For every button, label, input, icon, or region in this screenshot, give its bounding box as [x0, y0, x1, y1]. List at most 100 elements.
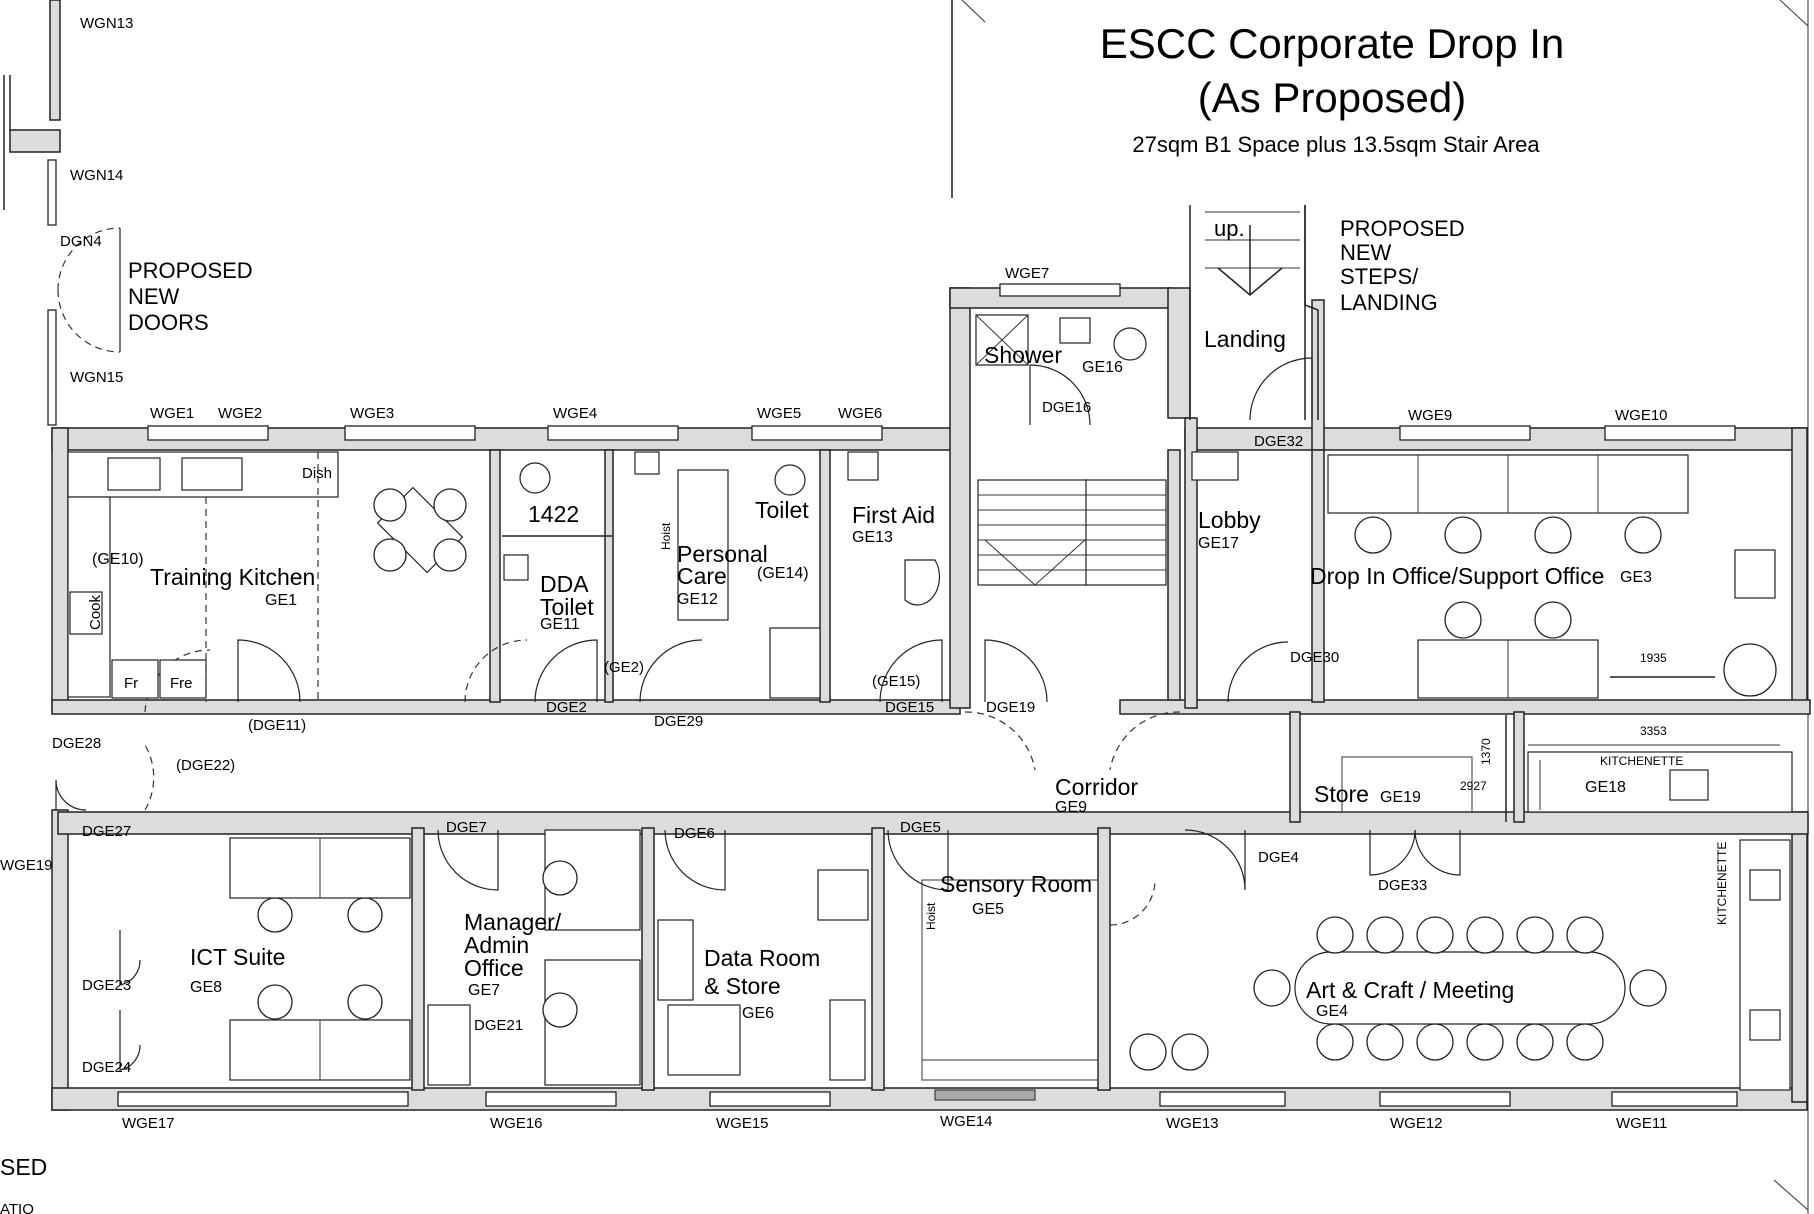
window-wgn13: WGN13 [80, 15, 133, 32]
room-personal-care-name-1: Personal [677, 541, 768, 567]
label-kitchenette-h: KITCHENETTE [1600, 754, 1683, 768]
window-labels: WGN13 WGN14 WGN15 WGE1 WGE2 WGE3 WGE4 WG… [0, 15, 1668, 1132]
room-toilet-name: Toilet [755, 497, 809, 523]
label-fridge-1: Fr [124, 675, 138, 692]
room-data-room-name-1: Data Room [704, 945, 820, 971]
note-new-steps-4: LANDING [1340, 290, 1438, 315]
window-wge15: WGE15 [716, 1115, 769, 1132]
room-landing-name: Landing [1204, 326, 1286, 352]
sanitary-fittings [503, 314, 1239, 699]
note-new-steps-2: NEW [1340, 240, 1392, 265]
window-wge7: WGE7 [1005, 265, 1049, 282]
note-new-doors-1: PROPOSED [128, 258, 253, 283]
room-lobby-code: GE17 [1198, 535, 1239, 552]
door-dge33: DGE33 [1378, 877, 1427, 894]
title-line-1: ESCC Corporate Drop In [1100, 20, 1565, 67]
dimension-1370: 1370 [1479, 738, 1493, 765]
label-dish: Dish [302, 465, 332, 482]
door-dge6: DGE6 [674, 825, 715, 842]
kitchen-fittings [67, 451, 339, 702]
office-desks [229, 454, 1793, 1091]
window-wge5: WGE5 [757, 405, 801, 422]
window-wgn15: WGN15 [70, 369, 123, 386]
door-dge29: DGE29 [654, 713, 703, 730]
door-dge27: DGE27 [82, 823, 131, 840]
label-hoist: Hoist [659, 522, 673, 550]
room-manager-name-1: Manager/ [464, 909, 562, 935]
room-ict-suite-code: GE8 [190, 979, 222, 996]
window-wge4: WGE4 [553, 405, 597, 422]
door-dge30: DGE30 [1290, 649, 1339, 666]
window-wge11: WGE11 [1616, 1115, 1667, 1132]
door-dge4: DGE4 [1258, 849, 1299, 866]
door-dge11: (DGE11) [248, 717, 306, 734]
door-dge19: DGE19 [986, 699, 1035, 716]
room-dda-code: GE11 [540, 616, 580, 633]
door-dge15: DGE15 [885, 699, 934, 716]
room-ge10-code: (GE10) [92, 551, 144, 568]
dimension-2927: 2927 [1460, 779, 1487, 793]
label-hoist-2: Hoist [924, 902, 938, 930]
window-wge16: WGE16 [490, 1115, 543, 1132]
door-dge24: DGE24 [82, 1059, 131, 1076]
room-dda-name-1: DDA [540, 571, 589, 597]
note-new-doors-2: NEW [128, 284, 180, 309]
room-dda-name-2: Toilet [540, 594, 594, 620]
note-new-doors-3: DOORS [128, 310, 209, 335]
title-block: ESCC Corporate Drop In (As Proposed) 27s… [951, 0, 1809, 1214]
window-wge13: WGE13 [1166, 1115, 1219, 1132]
room-corridor-code: GE9 [1055, 799, 1087, 816]
room-first-aid-code: GE13 [852, 529, 893, 546]
window-wge14: WGE14 [940, 1113, 993, 1130]
window-wge10: WGE10 [1615, 407, 1668, 424]
door-ge2-upper: (GE2) [604, 659, 644, 676]
room-manager-name-3: Office [464, 955, 524, 981]
room-manager-code: GE7 [468, 982, 500, 999]
cut-label-sed: SED [0, 1154, 47, 1180]
room-shower-name: Shower [984, 342, 1062, 368]
room-ict-suite-name: ICT Suite [190, 944, 285, 970]
staircase [977, 205, 1319, 586]
window-wge3: WGE3 [350, 405, 394, 422]
window-wge17: WGE17 [122, 1115, 175, 1132]
room-training-kitchen-name: Training Kitchen [150, 564, 315, 590]
note-up: up. [1214, 216, 1245, 241]
door-dgn4: DGN4 [60, 233, 102, 250]
room-labels: Training Kitchen GE1 (GE10) DDA Toilet G… [92, 326, 1652, 1022]
room-data-room-code: GE6 [742, 1005, 774, 1022]
kitchen-table [373, 486, 467, 574]
label-cook: Cook [87, 594, 104, 630]
door-swings [55, 357, 1461, 1071]
door-dge32: DGE32 [1254, 433, 1303, 450]
title-line-2: (As Proposed) [1198, 74, 1466, 121]
room-kitchenette-code: GE18 [1585, 779, 1626, 796]
label-fridge-2: Fre [170, 675, 193, 692]
door-dge16: DGE16 [1042, 399, 1091, 416]
notes: PROPOSED NEW DOORS PROPOSED NEW STEPS/ L… [0, 216, 1729, 1214]
north-wing-fragment [3, 0, 121, 426]
room-personal-care-name-2: Care [677, 563, 727, 589]
window-wgn14: WGN14 [70, 167, 123, 184]
door-labels: DGN4 DGE16 DGE32 DGE30 (GE2) DGE2 DGE29 … [52, 233, 1427, 1076]
room-lobby-name: Lobby [1198, 507, 1261, 533]
dimension-1935: 1935 [1640, 651, 1667, 665]
window-wge12: WGE12 [1390, 1115, 1443, 1132]
internal-walls-top [411, 449, 1525, 1091]
room-store-name: Store [1314, 781, 1369, 807]
room-training-kitchen-code: GE1 [265, 592, 297, 609]
dimension-lines [502, 535, 1780, 822]
window-wge19: WGE19 [0, 857, 53, 874]
room-personal-care-code: GE12 [677, 591, 718, 608]
room-manager-name-2: Admin [464, 932, 529, 958]
door-ge15: (GE15) [872, 673, 920, 690]
door-dge5: DGE5 [900, 819, 941, 836]
room-ge14-code: (GE14) [757, 565, 809, 582]
note-new-steps-3: STEPS/ [1340, 264, 1419, 289]
room-drop-in-office-code: GE3 [1620, 569, 1652, 586]
room-sensory-name: Sensory Room [940, 871, 1092, 897]
room-drop-in-office-name: Drop In Office/Support Office [1310, 563, 1604, 589]
cut-label-atio: ATIO [0, 1201, 34, 1214]
room-data-room-name-2: & Store [704, 973, 781, 999]
window-wge2: WGE2 [218, 405, 262, 422]
